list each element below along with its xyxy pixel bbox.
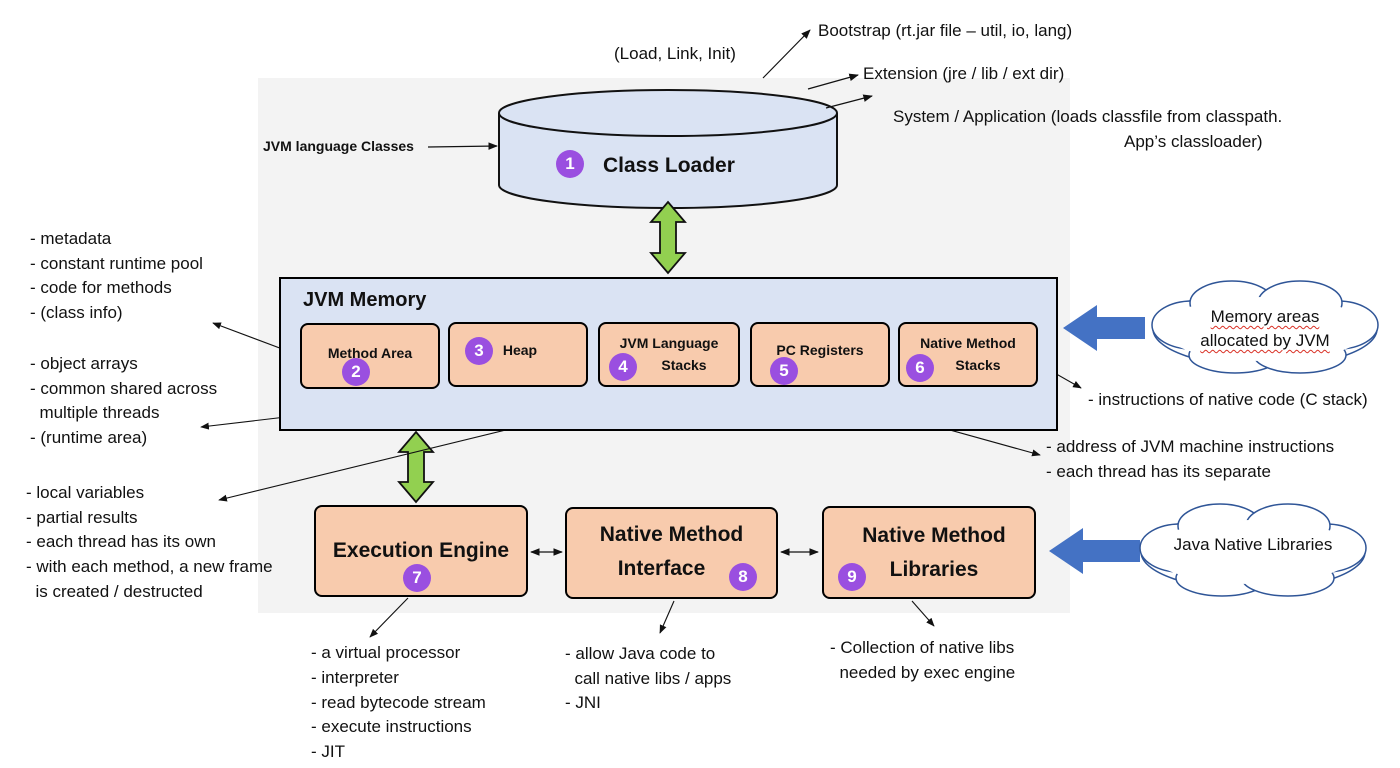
interface-note-arrow [659, 600, 675, 634]
native-interface-badge: 8 [729, 563, 757, 591]
note-line: - object arrays [30, 354, 138, 373]
memory-cloud-line1: Memory areas [1210, 307, 1320, 326]
memory-engine-double-arrow [397, 430, 435, 504]
stacks-label-line1: JVM Language [619, 335, 719, 351]
native-method-libraries-box: Native Method Libraries 9 [822, 506, 1036, 599]
libs-cloud-block-arrow [1049, 528, 1140, 574]
note-line: - code for methods [30, 278, 172, 297]
stacks-label-line2: Stacks [661, 357, 707, 373]
note-line: multiple threads [30, 403, 160, 422]
native-method-interface-box: Native Method Interface 8 [565, 507, 778, 599]
note-line: - allow Java code to [565, 644, 716, 663]
jvm-language-classes-label: JVM language Classes [263, 138, 414, 154]
heap-badge: 3 [465, 337, 493, 365]
engine-note-arrow [369, 597, 409, 638]
class-loader-badge: 1 [556, 150, 584, 178]
native-libraries-label-line1: Native Method [862, 524, 1006, 547]
libraries-note-arrow [911, 600, 935, 627]
extension-arrow [807, 73, 859, 90]
memory-cloud-block-arrow [1063, 305, 1145, 351]
execution-engine-label: Execution Engine [332, 539, 510, 562]
native-stacks-note: - instructions of native code (C stack) [1088, 390, 1368, 409]
note-line: - common shared across [30, 379, 218, 398]
bootstrap-loader-label: Bootstrap (rt.jar file – util, io, lang) [818, 21, 1073, 40]
memory-cloud-line2: allocated by JVM [1200, 331, 1330, 350]
note-line: - constant runtime pool [30, 254, 203, 273]
class-loader-title: Class Loader [603, 154, 735, 177]
extension-loader-label: Extension (jre / lib / ext dir) [863, 64, 1065, 83]
note-line: needed by exec engine [830, 663, 1016, 682]
pc-registers-box: PC Registers 5 [750, 322, 890, 387]
note-line: is created / destructed [26, 582, 203, 601]
note-line: - (runtime area) [30, 428, 148, 447]
native-method-stacks-box: Native Method Stacks 6 [898, 322, 1038, 387]
pc-registers-label: PC Registers [776, 342, 864, 358]
stacks-badge: 4 [609, 353, 637, 381]
native-stacks-label-line2: Stacks [955, 357, 1001, 373]
bootstrap-arrow [762, 29, 811, 79]
execution-engine-badge: 7 [403, 564, 431, 592]
note-line: - each thread has its own [26, 532, 216, 551]
classes-input-arrow [427, 142, 498, 150]
memory-cloud-text: Memory areas allocated by JVM [1170, 305, 1360, 353]
note-line: - local variables [26, 483, 145, 502]
heap-label: Heap [502, 342, 538, 358]
note-line: call native libs / apps [565, 669, 732, 688]
note-line: - partial results [26, 508, 138, 527]
system-arrow [825, 94, 873, 109]
method-area-label: Method Area [327, 345, 413, 361]
pc-registers-badge: 5 [770, 357, 798, 385]
note-line: - read bytecode stream [311, 693, 486, 712]
native-stacks-badge: 6 [906, 354, 934, 382]
note-line: - metadata [30, 229, 112, 248]
system-loader-label-line1: System / Application (loads classfile fr… [893, 107, 1283, 126]
note-line: - with each method, a new frame [26, 557, 273, 576]
method-area-box: Method Area 2 [300, 323, 440, 389]
native-interface-label-line2: Interface [617, 557, 706, 580]
native-stacks-label-line1: Native Method [920, 335, 1016, 351]
native-interface-label-line1: Native Method [599, 523, 744, 546]
loader-memory-double-arrow [649, 200, 687, 275]
native-libs-cloud-text: Java Native Libraries [1173, 535, 1333, 554]
system-loader-label-line2: App’s classloader) [1124, 132, 1263, 151]
note-line: - interpreter [311, 668, 399, 687]
native-libraries-badge: 9 [838, 563, 866, 591]
method-area-badge: 2 [342, 358, 370, 386]
class-loader-cylinder [498, 89, 838, 209]
loader-phases-label: (Load, Link, Init) [614, 44, 736, 63]
note-line: - Collection of native libs [830, 638, 1015, 657]
note-line: - JIT [311, 742, 345, 761]
note-line: - each thread has its separate [1046, 462, 1271, 481]
note-line: - JNI [565, 693, 601, 712]
native-libraries-label-line2: Libraries [889, 558, 979, 581]
note-line: - a virtual processor [311, 643, 461, 662]
note-line: - execute instructions [311, 717, 472, 736]
note-line: - (class info) [30, 303, 123, 322]
jvm-language-stacks-box: JVM Language Stacks 4 [598, 322, 740, 387]
jvm-memory-title: JVM Memory [303, 289, 427, 311]
execution-engine-box: Execution Engine 7 [314, 505, 528, 597]
note-line: - address of JVM machine instructions [1046, 437, 1335, 456]
heap-box: Heap 3 [448, 322, 588, 387]
